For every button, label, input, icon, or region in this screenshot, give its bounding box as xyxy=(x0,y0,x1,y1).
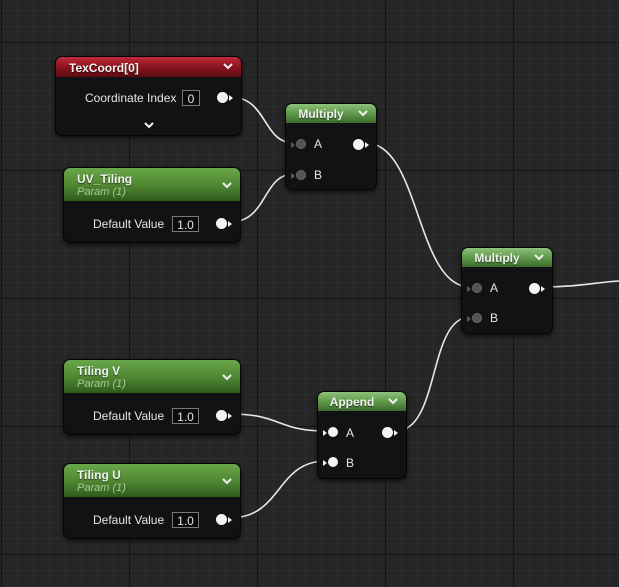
multiply-node-2[interactable]: Multiply A B xyxy=(461,247,553,334)
chevron-down-icon[interactable] xyxy=(387,395,399,407)
tiling-v-node-subtitle: Param (1) xyxy=(77,378,126,390)
tiling-u-default-value-label: Default Value xyxy=(93,513,165,527)
append-input-a-label: A xyxy=(346,426,355,440)
multiply-1-input-a-pin[interactable] xyxy=(291,139,306,149)
texcoord-node-header[interactable]: TexCoord[0] xyxy=(56,57,241,77)
wire-multiply2-out xyxy=(541,280,619,288)
chevron-down-icon[interactable] xyxy=(143,121,155,131)
uv-tiling-node-title: UV_Tiling xyxy=(77,172,133,186)
multiply-2-output-pin[interactable] xyxy=(529,283,545,294)
append-input-b-label: B xyxy=(346,456,355,470)
multiply-2-input-a-pin[interactable] xyxy=(467,283,482,293)
uv-tiling-default-value-field[interactable]: 1.0 xyxy=(172,216,199,232)
texcoord-output-pin[interactable] xyxy=(217,92,233,103)
multiply-node-1-header[interactable]: Multiply xyxy=(286,104,376,123)
multiply-node-2-header[interactable]: Multiply xyxy=(462,248,552,267)
uv-tiling-node[interactable]: UV_Tiling Param (1) Default Value 1.0 xyxy=(63,167,241,243)
multiply-1-input-a-label: A xyxy=(314,137,323,151)
append-input-a-pin[interactable] xyxy=(323,427,338,437)
coordinate-index-label: Coordinate Index xyxy=(85,91,177,105)
multiply-node-1-title: Multiply xyxy=(298,107,344,121)
multiply-1-input-b-pin[interactable] xyxy=(291,170,306,180)
wire-append-to-multiply2-b xyxy=(395,316,471,432)
tiling-v-output-pin[interactable] xyxy=(216,410,232,421)
wire-tilingu-to-append-b xyxy=(229,460,327,519)
tiling-u-node-header[interactable]: Tiling U Param (1) xyxy=(64,464,240,497)
chevron-down-icon[interactable] xyxy=(222,60,234,72)
tiling-v-node[interactable]: Tiling V Param (1) Default Value 1.0 xyxy=(63,359,241,435)
chevron-down-icon[interactable] xyxy=(357,107,369,119)
multiply-2-input-b-label: B xyxy=(490,311,499,325)
tiling-v-default-value-field[interactable]: 1.0 xyxy=(172,408,199,424)
tiling-u-output-pin[interactable] xyxy=(216,514,232,525)
uv-tiling-node-subtitle: Param (1) xyxy=(77,186,126,198)
multiply-1-input-b-label: B xyxy=(314,168,323,182)
uv-tiling-output-pin[interactable] xyxy=(216,218,232,229)
multiply-2-input-a-label: A xyxy=(490,281,499,295)
multiply-node-2-title: Multiply xyxy=(474,251,520,265)
wire-tilingv-to-append-a xyxy=(229,413,327,432)
coordinate-index-field[interactable]: 0 xyxy=(182,90,200,106)
append-output-pin[interactable] xyxy=(382,427,398,438)
append-node-title: Append xyxy=(329,395,375,409)
tiling-u-default-value-field[interactable]: 1.0 xyxy=(172,512,199,528)
append-node-header[interactable]: Append xyxy=(318,392,406,411)
chevron-down-icon[interactable] xyxy=(221,179,233,191)
texcoord-node[interactable]: TexCoord[0] Coordinate Index 0 xyxy=(55,56,242,136)
uv-tiling-default-value-label: Default Value xyxy=(93,217,165,231)
tiling-u-node-title: Tiling U xyxy=(77,468,121,482)
texcoord-node-title: TexCoord[0] xyxy=(69,61,139,75)
multiply-2-input-b-pin[interactable] xyxy=(467,313,482,323)
chevron-down-icon[interactable] xyxy=(221,371,233,383)
chevron-down-icon[interactable] xyxy=(221,475,233,487)
multiply-1-output-pin[interactable] xyxy=(353,139,369,150)
append-input-b-pin[interactable] xyxy=(323,457,338,467)
multiply-node-1[interactable]: Multiply A B xyxy=(285,103,377,190)
wire-multiply1-to-multiply2-a xyxy=(365,142,471,288)
tiling-v-default-value-label: Default Value xyxy=(93,409,165,423)
tiling-u-node-subtitle: Param (1) xyxy=(77,482,126,494)
uv-tiling-node-header[interactable]: UV_Tiling Param (1) xyxy=(64,168,240,201)
append-node[interactable]: Append A B xyxy=(317,391,407,479)
tiling-v-node-title: Tiling V xyxy=(77,364,121,378)
tiling-u-node[interactable]: Tiling U Param (1) Default Value 1.0 xyxy=(63,463,241,539)
tiling-v-node-header[interactable]: Tiling V Param (1) xyxy=(64,360,240,393)
chevron-down-icon[interactable] xyxy=(533,251,545,263)
